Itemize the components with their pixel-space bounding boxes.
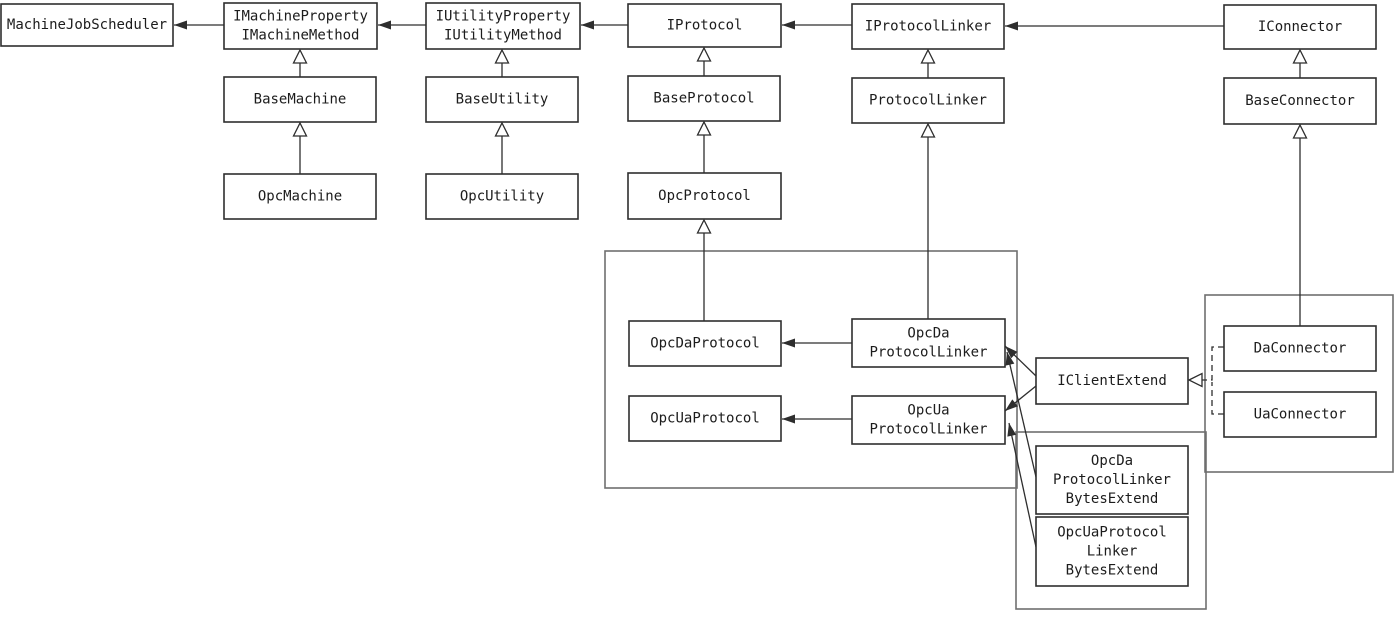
class-box-OpcUtility — [425, 173, 579, 220]
hollow-triangle-arrowhead — [494, 121, 510, 137]
class-label-OpcUtility-line1: OpcUtility — [460, 189, 544, 205]
filled-arrowhead — [1005, 399, 1018, 411]
class-label-IMachinePropertyMethod-line2: IMachineMethod — [241, 28, 359, 44]
hollow-triangle-arrowhead — [1292, 48, 1308, 64]
class-box-OpcUaProtocolLinkerBytesExtend — [1035, 516, 1189, 587]
class-label-OpcDaProtocolLinkerBytesExtend-line2: ProtocolLinker — [1053, 472, 1171, 488]
hollow-triangle-arrowhead — [696, 46, 712, 62]
class-label-BaseConnector-line1: BaseConnector — [1245, 93, 1355, 109]
edge-realization-UaConnector-to-IClientExtend — [1211, 382, 1224, 415]
hollow-triangle-arrowhead — [292, 121, 308, 137]
class-label-OpcDaProtocolLinker-line1: OpcDa — [907, 326, 949, 342]
class-label-OpcProtocol-line1: OpcProtocol — [658, 188, 751, 204]
class-box-IProtocol — [627, 3, 782, 48]
filled-arrowhead — [782, 414, 795, 424]
class-label-BaseMachine-line1: BaseMachine — [254, 92, 347, 108]
class-box-OpcUaProtocol — [628, 395, 782, 442]
hollow-triangle-arrowhead — [920, 122, 936, 138]
filled-arrowhead — [782, 338, 795, 348]
class-label-OpcMachine-line1: OpcMachine — [258, 189, 342, 205]
class-box-OpcProtocol — [627, 172, 782, 220]
hollow-triangle-arrowhead — [1187, 372, 1203, 388]
class-box-OpcDaProtocolLinker — [851, 318, 1006, 368]
class-box-UaConnector — [1223, 391, 1377, 438]
class-label-IProtocol-line1: IProtocol — [667, 18, 743, 34]
filled-arrowhead — [1007, 423, 1017, 437]
filled-arrowhead — [1005, 352, 1015, 366]
group-box-bytes-extend-group — [1015, 431, 1207, 610]
class-box-OpcUaProtocolLinker — [851, 395, 1006, 445]
class-box-IProtocolLinker — [851, 3, 1005, 50]
class-label-OpcDaProtocolLinkerBytesExtend-line3: BytesExtend — [1066, 491, 1159, 507]
class-box-OpcMachine — [223, 173, 377, 220]
class-label-OpcUaProtocolLinkerBytesExtend-line1: OpcUaProtocol — [1057, 525, 1167, 541]
filled-arrowhead — [174, 20, 187, 30]
class-label-DaConnector-line1: DaConnector — [1254, 341, 1347, 357]
class-label-IUtilityPropertyMethod-line1: IUtilityProperty — [436, 9, 571, 25]
class-label-UaConnector-line1: UaConnector — [1254, 407, 1347, 423]
class-label-OpcUaProtocolLinker-line1: OpcUa — [907, 403, 949, 419]
hollow-triangle-arrowhead — [1292, 123, 1308, 139]
class-label-IProtocolLinker-line1: IProtocolLinker — [865, 19, 991, 35]
class-label-BaseUtility-line1: BaseUtility — [456, 92, 549, 108]
class-box-OpcDaProtocolLinkerBytesExtend — [1035, 445, 1189, 515]
class-box-BaseProtocol — [627, 75, 781, 122]
filled-arrowhead — [581, 20, 594, 30]
class-label-OpcDaProtocol-line1: OpcDaProtocol — [650, 336, 760, 352]
class-label-ProtocolLinker-line1: ProtocolLinker — [869, 93, 987, 109]
class-box-IConnector — [1223, 4, 1377, 50]
hollow-triangle-arrowhead — [696, 120, 712, 136]
edge-association-OpcDaProtocolLinkerBytesExtend-to-OpcDaProtocolLinker — [1006, 351, 1037, 478]
class-label-OpcUaProtocolLinker-line2: ProtocolLinker — [869, 422, 987, 438]
class-box-BaseUtility — [425, 76, 579, 123]
hollow-triangle-arrowhead — [292, 48, 308, 64]
filled-arrowhead — [1005, 21, 1018, 31]
class-label-OpcUaProtocol-line1: OpcUaProtocol — [650, 411, 760, 427]
class-label-MachineJobScheduler-line1: MachineJobScheduler — [7, 17, 167, 33]
hollow-triangle-arrowhead — [494, 48, 510, 64]
class-box-IUtilityPropertyMethod — [425, 2, 581, 50]
class-label-OpcDaProtocolLinkerBytesExtend-line1: OpcDa — [1091, 453, 1133, 469]
class-label-OpcUaProtocolLinkerBytesExtend-line3: BytesExtend — [1066, 563, 1159, 579]
class-label-BaseProtocol-line1: BaseProtocol — [653, 91, 754, 107]
class-box-BaseMachine — [223, 76, 377, 123]
class-label-IConnector-line1: IConnector — [1258, 19, 1342, 35]
class-box-MachineJobScheduler — [0, 3, 174, 47]
edge-association-OpcUaProtocolLinkerBytesExtend-to-OpcUaProtocolLinker — [1008, 422, 1037, 548]
class-label-IMachinePropertyMethod-line1: IMachineProperty — [233, 9, 368, 25]
edge-realization-DaConnector-to-IClientExtend — [1201, 346, 1224, 381]
class-label-IUtilityPropertyMethod-line2: IUtilityMethod — [444, 28, 562, 44]
class-label-IClientExtend-line1: IClientExtend — [1057, 373, 1167, 389]
class-label-OpcUaProtocolLinkerBytesExtend-line2: Linker — [1087, 544, 1138, 560]
class-box-ProtocolLinker — [851, 77, 1005, 124]
class-box-DaConnector — [1223, 325, 1377, 372]
group-box-opc-protocol-group — [604, 250, 1018, 489]
class-box-OpcDaProtocol — [628, 320, 782, 367]
filled-arrowhead — [1005, 346, 1018, 359]
hollow-triangle-arrowhead — [696, 218, 712, 234]
filled-arrowhead — [782, 20, 795, 30]
hollow-triangle-arrowhead — [920, 48, 936, 64]
filled-arrowhead — [378, 20, 391, 30]
group-box-connector-group — [1204, 294, 1394, 473]
class-label-OpcDaProtocolLinker-line2: ProtocolLinker — [869, 345, 987, 361]
class-box-BaseConnector — [1223, 77, 1377, 125]
class-box-IClientExtend — [1035, 357, 1189, 405]
class-box-IMachinePropertyMethod — [223, 2, 378, 50]
